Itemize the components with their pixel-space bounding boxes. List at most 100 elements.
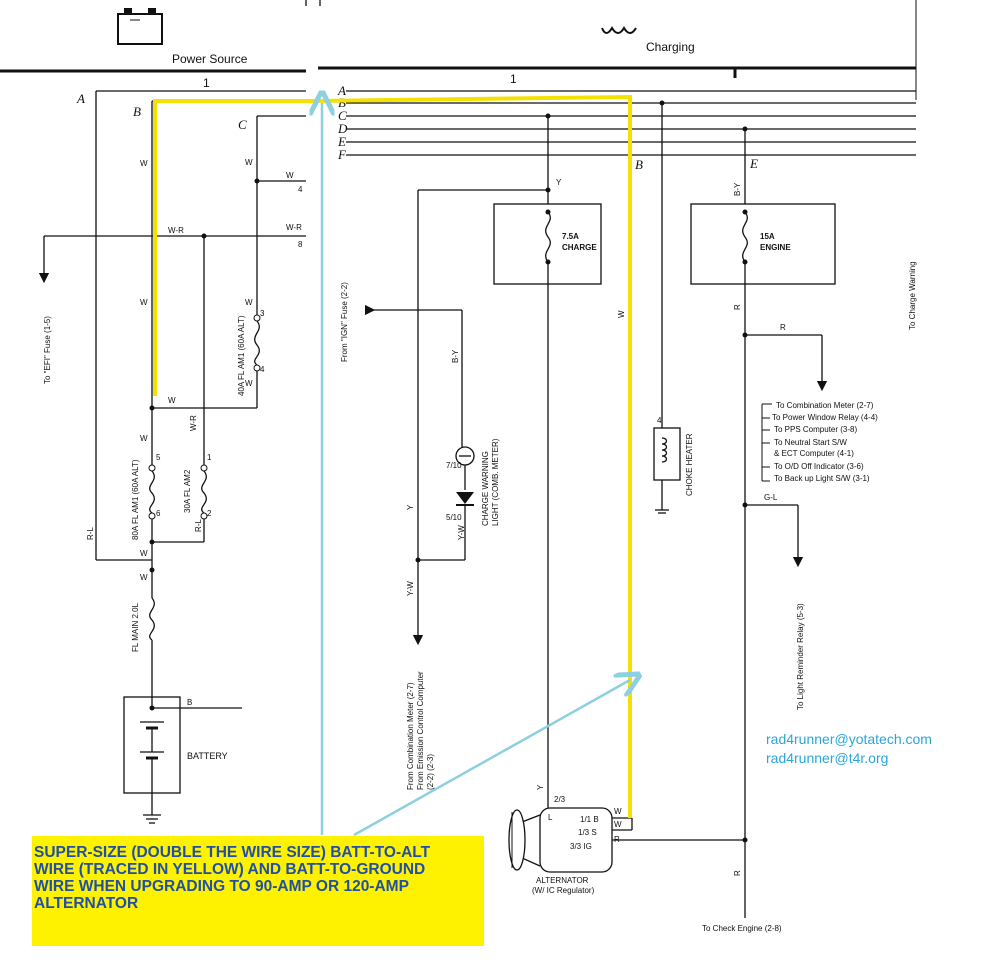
fuse-30a-am2 bbox=[199, 464, 209, 520]
list-item: To Power Window Relay (4-4) bbox=[772, 413, 878, 422]
bus-label-f: F bbox=[337, 147, 347, 162]
wire-code-wr: W-R bbox=[189, 415, 198, 431]
charge-warning-diode bbox=[456, 492, 474, 506]
label-b-right: B bbox=[635, 157, 643, 172]
column-number-left: 1 bbox=[203, 76, 210, 90]
wire-code-rl: R-L bbox=[194, 519, 203, 532]
wire-code-wr: W-R bbox=[286, 223, 302, 232]
wire-code-w: W bbox=[245, 298, 253, 307]
wire-code-by: B-Y bbox=[451, 349, 460, 363]
wire-code-y: Y bbox=[556, 178, 562, 187]
pin-7-10: 7/10 bbox=[446, 461, 462, 470]
wire-code-yw: Y-W bbox=[457, 525, 466, 540]
fuse-box-engine bbox=[690, 203, 836, 285]
upgrade-note: SUPER-SIZE (DOUBLE THE WIRE SIZE) BATT-T… bbox=[32, 836, 484, 946]
fuse-40a-label: 40A FL AM1 (60A ALT) bbox=[237, 315, 246, 396]
pin-4: 4 bbox=[260, 365, 265, 374]
charge-warning-label: CHARGE WARNING bbox=[481, 451, 490, 526]
bus-label-a: A bbox=[337, 83, 346, 98]
pin-6: 6 bbox=[156, 509, 161, 518]
pin-4: 4 bbox=[298, 185, 303, 194]
power-source-header: Power Source bbox=[172, 52, 248, 66]
pin-5: 5 bbox=[156, 453, 161, 462]
label-c: C bbox=[238, 117, 247, 132]
battery-icon bbox=[117, 8, 163, 45]
fuse-30a-label: 30A FL AM2 bbox=[183, 469, 192, 513]
charge-fuse-amp: 7.5A bbox=[562, 232, 579, 241]
pin-1: 1 bbox=[207, 453, 212, 462]
engine-fuse-amp: 15A bbox=[760, 232, 775, 241]
pin-5-10: 5/10 bbox=[446, 513, 462, 522]
list-item: To Combination Meter (2-7) bbox=[776, 401, 874, 410]
alt-pin-ig: 3/3 IG bbox=[570, 842, 592, 851]
wire-code-w: W bbox=[245, 158, 253, 167]
alt-pin-s: 1/3 S bbox=[578, 828, 597, 837]
bus-label-d: D bbox=[337, 121, 348, 136]
wire-code-w: W bbox=[614, 820, 622, 829]
wire-code-w: W bbox=[614, 807, 622, 816]
charge-warning-ref: To Charge Warning bbox=[908, 261, 917, 330]
destination-list: To Combination Meter (2-7) To Power Wind… bbox=[761, 401, 878, 483]
alt-pin-l: L bbox=[548, 813, 553, 822]
fuse-80a-label: 80A FL AM1 (60A ALT) bbox=[131, 459, 140, 540]
list-item: To Neutral Start S/W bbox=[774, 438, 847, 447]
list-item: To PPS Computer (3-8) bbox=[774, 425, 857, 434]
comb-meter-ref: From Combination Meter (2-7) bbox=[406, 682, 415, 790]
wire-code-w: W bbox=[617, 310, 626, 318]
blue-arrow-diagonal bbox=[353, 680, 630, 837]
wire-code-gl: G-L bbox=[764, 493, 778, 502]
wire-code-w: W bbox=[140, 434, 148, 443]
wire-code-r: R bbox=[733, 870, 742, 876]
pin-8: 8 bbox=[298, 240, 303, 249]
wire-code-w: W bbox=[245, 379, 253, 388]
contact-t4r: rad4runner@t4r.org bbox=[766, 750, 889, 766]
fuse-main bbox=[147, 597, 157, 641]
alternator-icon bbox=[601, 26, 637, 34]
wire-code-w: W bbox=[140, 573, 148, 582]
pin-2: 2 bbox=[207, 509, 212, 518]
check-engine-ref: To Check Engine (2-8) bbox=[702, 924, 782, 933]
charge-fuse-name: CHARGE bbox=[562, 243, 597, 252]
wire-code-w: W bbox=[140, 159, 148, 168]
alternator-label: ALTERNATOR bbox=[536, 876, 589, 885]
wire-code-r: R bbox=[614, 835, 620, 844]
fuse-80a-am1 bbox=[147, 464, 157, 520]
light-reminder-ref: To Light Reminder Relay (5-3) bbox=[796, 603, 805, 710]
bus-label-e: E bbox=[337, 134, 346, 149]
wire-code-by: B-Y bbox=[733, 182, 742, 196]
battery-label: BATTERY bbox=[187, 751, 228, 761]
wire-code-y: Y bbox=[536, 784, 545, 790]
alt-pin-2-3: 2/3 bbox=[554, 795, 566, 804]
fuse-main-label: FL MAIN 2.0L bbox=[131, 602, 140, 652]
charge-warning-lamp bbox=[455, 446, 475, 466]
note-line: WIRE WHEN UPGRADING TO 90-AMP OR 120-AMP bbox=[34, 878, 409, 895]
list-item: To O/D Off Indicator (3-6) bbox=[774, 462, 864, 471]
contact-yotatech: rad4runner@yotatech.com bbox=[766, 731, 932, 747]
pin-4-choke: 4 bbox=[657, 416, 662, 425]
note-line: WIRE (TRACED IN YELLOW) AND BATT-TO-GROU… bbox=[34, 861, 426, 878]
column-number-right: 1 bbox=[510, 72, 517, 86]
fuse-40a-am1 bbox=[252, 314, 262, 372]
wire-code-wr: W-R bbox=[168, 226, 184, 235]
wire-code-w: W bbox=[168, 396, 176, 405]
efi-fuse-ref: To "EFI" Fuse (1-5) bbox=[43, 316, 52, 384]
label-a: A bbox=[76, 91, 85, 106]
choke-heater bbox=[653, 427, 681, 514]
battery bbox=[123, 696, 242, 824]
alternator bbox=[508, 807, 633, 873]
wire-code-w: W bbox=[140, 298, 148, 307]
ecc-ref: From Emission Control Computer bbox=[416, 671, 425, 790]
ecc-page-ref: (2-2) (2-3) bbox=[426, 754, 435, 790]
engine-fuse-name: ENGINE bbox=[760, 243, 791, 252]
label-b: B bbox=[133, 104, 141, 119]
wire-code-y: Y bbox=[406, 504, 415, 510]
wire-code-yw: Y-W bbox=[406, 581, 415, 596]
wire-code-w: W bbox=[286, 171, 294, 180]
ign-fuse-ref: From "IGN" Fuse (2-2) bbox=[340, 282, 349, 362]
note-line: SUPER-SIZE (DOUBLE THE WIRE SIZE) BATT-T… bbox=[34, 844, 431, 861]
wire-code-w: W bbox=[140, 549, 148, 558]
alt-pin-b: 1/1 B bbox=[580, 815, 599, 824]
wire-code-rl: R-L bbox=[86, 527, 95, 540]
